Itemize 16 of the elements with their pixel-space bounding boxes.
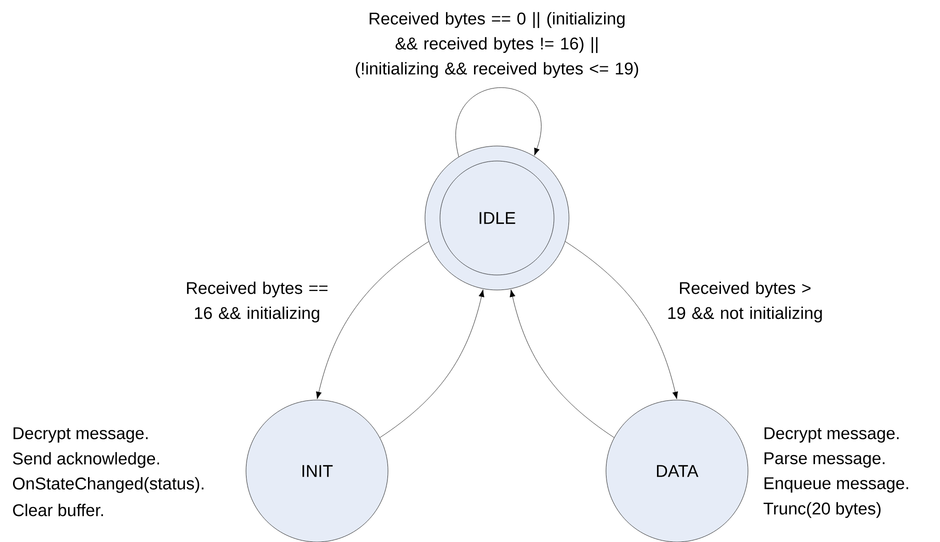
arrow <box>316 241 429 400</box>
edge-label: Received bytes > 19 && not initializing <box>668 282 822 322</box>
arrow <box>380 289 484 438</box>
edge-label: Received bytes == 0 || (initializing && received bytes != 16) || (!initializing && received bytes <= 19) <box>356 12 638 78</box>
action-text: Decrypt message. <box>764 427 899 443</box>
arrow <box>565 241 678 400</box>
action-text: Decrypt message. <box>14 427 148 443</box>
action-text: Trunc(20 bytes) <box>764 502 881 518</box>
arrow <box>510 289 614 438</box>
action-text: Clear buffer. <box>13 504 103 516</box>
action-text: OnStateChanged(status). <box>13 477 204 493</box>
action-text: Send acknowledge. <box>12 452 159 468</box>
action-text: Enqueue message. <box>764 477 908 493</box>
edge-label: Received bytes == 16 && initializing <box>187 282 328 322</box>
arrow <box>456 87 542 157</box>
action-text: Parse message. <box>764 452 884 468</box>
